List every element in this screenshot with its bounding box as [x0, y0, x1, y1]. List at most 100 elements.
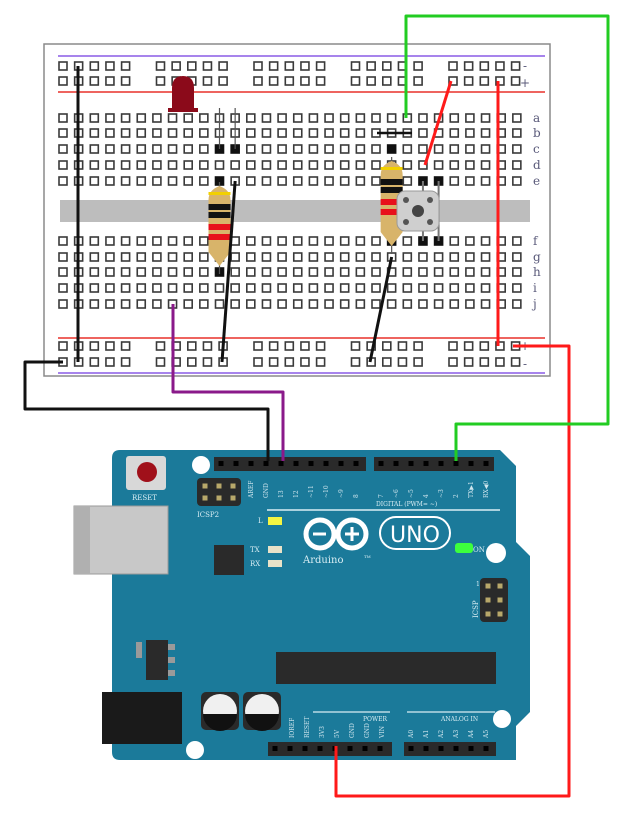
breadboard-hole[interactable] [268, 61, 279, 71]
breadboard-hole[interactable] [315, 61, 326, 71]
breadboard-hole[interactable] [512, 299, 522, 309]
breadboard-hole[interactable] [89, 236, 100, 246]
breadboard-hole[interactable] [136, 267, 147, 277]
breadboard-hole[interactable] [350, 61, 361, 71]
breadboard-hole[interactable] [120, 128, 131, 138]
breadboard-hole[interactable] [89, 144, 100, 154]
breadboard-hole[interactable] [120, 61, 131, 71]
header-pin[interactable] [453, 461, 459, 466]
breadboard-hole[interactable] [371, 267, 381, 277]
breadboard-hole[interactable] [246, 267, 256, 277]
breadboard-hole[interactable] [292, 299, 303, 309]
breadboard-hole[interactable] [199, 283, 209, 293]
breadboard-hole[interactable] [58, 252, 68, 262]
breadboard-hole[interactable] [105, 299, 115, 309]
breadboard-hole[interactable] [418, 128, 428, 138]
breadboard-hole[interactable] [308, 252, 319, 262]
header-pin[interactable] [347, 746, 353, 751]
breadboard-hole[interactable] [89, 357, 100, 367]
breadboard-hole[interactable] [89, 341, 100, 351]
breadboard-hole[interactable] [402, 160, 413, 170]
header-pin[interactable] [248, 461, 254, 466]
breadboard-hole[interactable] [58, 341, 68, 351]
breadboard-hole[interactable] [512, 113, 522, 123]
breadboard-hole[interactable] [371, 299, 381, 309]
header-pin[interactable] [353, 461, 359, 466]
breadboard-hole[interactable] [402, 144, 413, 154]
breadboard-hole[interactable] [465, 144, 475, 154]
breadboard-hole[interactable] [167, 176, 178, 186]
breadboard-hole[interactable] [292, 128, 303, 138]
breadboard-hole[interactable] [187, 357, 197, 367]
breadboard-hole[interactable] [261, 299, 272, 309]
breadboard-hole[interactable] [324, 299, 334, 309]
breadboard-hole[interactable] [202, 76, 213, 86]
breadboard-hole[interactable] [277, 252, 287, 262]
breadboard-hole[interactable] [292, 283, 303, 293]
breadboard-hole[interactable] [246, 128, 256, 138]
breadboard-hole[interactable] [339, 236, 350, 246]
breadboard-hole[interactable] [512, 267, 522, 277]
breadboard-hole[interactable] [480, 144, 491, 154]
breadboard-hole[interactable] [202, 61, 213, 71]
breadboard-hole[interactable] [433, 267, 444, 277]
breadboard-hole[interactable] [246, 283, 256, 293]
breadboard-hole[interactable] [89, 128, 100, 138]
button-plunger[interactable] [412, 205, 424, 217]
breadboard-hole[interactable] [167, 283, 178, 293]
breadboard-hole[interactable] [136, 113, 147, 123]
header-pin[interactable] [408, 746, 414, 751]
breadboard-hole[interactable] [183, 299, 193, 309]
breadboard-hole[interactable] [433, 144, 444, 154]
breadboard-hole[interactable] [183, 252, 193, 262]
breadboard-hole[interactable] [89, 252, 100, 262]
breadboard-hole[interactable] [284, 76, 295, 86]
breadboard-hole[interactable] [246, 144, 256, 154]
breadboard-hole[interactable] [339, 144, 350, 154]
breadboard-hole[interactable] [324, 113, 334, 123]
breadboard-hole[interactable] [120, 299, 131, 309]
header-pin[interactable] [438, 461, 444, 466]
breadboard-hole[interactable] [253, 61, 263, 71]
breadboard-hole[interactable] [418, 160, 428, 170]
breadboard-hole[interactable] [512, 176, 522, 186]
breadboard-hole[interactable] [261, 160, 272, 170]
breadboard-hole[interactable] [218, 61, 228, 71]
breadboard-hole[interactable] [480, 252, 491, 262]
breadboard-hole[interactable] [167, 267, 178, 277]
breadboard-hole[interactable] [465, 176, 475, 186]
breadboard-hole[interactable] [339, 113, 350, 123]
breadboard-hole[interactable] [199, 176, 209, 186]
breadboard-hole[interactable] [105, 267, 115, 277]
breadboard-hole[interactable] [465, 252, 475, 262]
breadboard-hole[interactable] [152, 160, 162, 170]
breadboard-hole[interactable] [355, 128, 366, 138]
breadboard-hole[interactable] [315, 341, 326, 351]
breadboard-hole[interactable] [324, 236, 334, 246]
breadboard-hole[interactable] [300, 357, 310, 367]
breadboard-hole[interactable] [152, 113, 162, 123]
breadboard-hole[interactable] [510, 61, 521, 71]
breadboard-hole[interactable] [202, 341, 213, 351]
breadboard-hole[interactable] [324, 267, 334, 277]
breadboard-hole[interactable] [315, 76, 326, 86]
breadboard-hole[interactable] [261, 283, 272, 293]
breadboard-hole[interactable] [324, 252, 334, 262]
breadboard-hole[interactable] [371, 252, 381, 262]
breadboard-hole[interactable] [339, 299, 350, 309]
breadboard-hole[interactable] [308, 299, 319, 309]
breadboard-hole[interactable] [512, 236, 522, 246]
breadboard-hole[interactable] [355, 267, 366, 277]
wire-arduino-pin2[interactable] [404, 14, 610, 461]
breadboard-hole[interactable] [230, 252, 240, 262]
breadboard-hole[interactable] [418, 267, 428, 277]
wire-arduino-gnd[interactable] [23, 360, 270, 461]
breadboard-hole[interactable] [386, 283, 397, 293]
breadboard-hole[interactable] [449, 160, 460, 170]
breadboard-hole[interactable] [449, 176, 460, 186]
breadboard-hole[interactable] [339, 267, 350, 277]
breadboard-hole[interactable] [171, 61, 181, 71]
breadboard-hole[interactable] [89, 176, 100, 186]
breadboard-hole[interactable] [371, 160, 381, 170]
breadboard-hole[interactable] [199, 236, 209, 246]
